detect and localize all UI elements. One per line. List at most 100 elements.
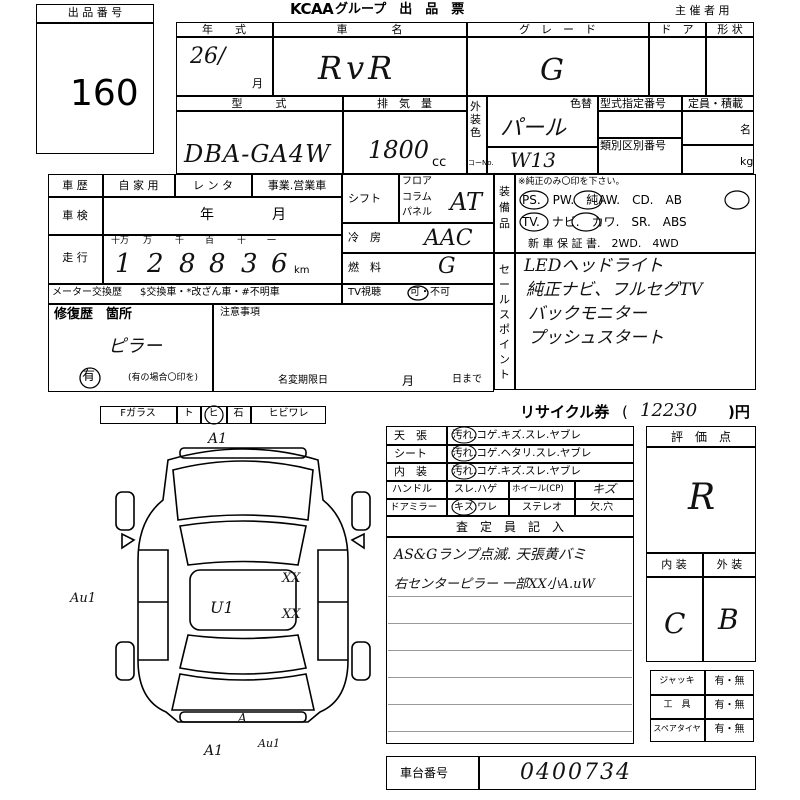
tools-table: [650, 670, 754, 742]
handle-value: スレ.ハゲ: [454, 484, 498, 495]
diagram-mark: A: [238, 711, 247, 725]
color-change-label: 色替: [570, 97, 592, 110]
grade-label: 評 価 点: [670, 430, 731, 444]
interior-row-value: 汚れ.コゲ.キズ.スレ.ヤブレ: [452, 465, 581, 477]
year-month-unit: 月: [252, 77, 263, 90]
car-info-table: [176, 22, 754, 96]
inspector-label: 査 定 員 記 入: [455, 520, 564, 534]
tool-label: ジャッキ: [659, 676, 695, 686]
wheel-label: ホイール(CP): [512, 484, 564, 494]
history-label: 車 歴: [62, 179, 88, 192]
grade-box: [646, 426, 756, 662]
lot-number: 160: [70, 73, 139, 114]
tool-label: スペアタイヤ: [653, 724, 701, 733]
wheel-value: キズ: [592, 482, 617, 496]
inspection-year-unit: 年: [200, 207, 214, 223]
name-change-month: 月: [402, 374, 415, 388]
history-opt-business: 事業.営業車: [267, 179, 327, 192]
color-code: W13: [510, 148, 557, 172]
grade-label: グ レ ー ド: [519, 23, 596, 36]
mileage-digits: 十万 万 千 百 十 一 1 2 8 8 3 6: [111, 236, 288, 279]
diagram-mark: Au1: [70, 591, 97, 606]
diagram-mark: XX: [282, 607, 301, 622]
tool-label: 工 具: [663, 700, 691, 710]
interior-row-label: 内 装: [394, 465, 427, 478]
equipment-row3: 新 車 保 証 書. 2WD. 4WD: [528, 237, 679, 250]
equipment-row2: TV. ナビ. カワ. SR. ABS: [522, 215, 687, 229]
recycle-unit: )円: [728, 403, 750, 421]
mileage-digit: 8: [179, 249, 196, 279]
grade-interior-value: C: [664, 607, 686, 640]
grade-score: R: [688, 477, 716, 518]
grade-exterior-value: B: [718, 603, 739, 636]
organizer-label: 主 催 者 用: [675, 4, 730, 17]
name-change-label: 名変期限日: [278, 375, 328, 386]
name-change-day: 日まで: [452, 374, 482, 385]
sales-point: LEDヘッドライト: [524, 256, 664, 276]
year-label: 年 式: [202, 23, 246, 36]
chassis-value: 0400734: [520, 760, 632, 785]
history-opt-rental: レ ン タ: [193, 179, 233, 192]
inspector-line: AS&Gランプ点滅. 天張黄バミ: [394, 547, 586, 563]
sales-point: 純正ナビ、フルセグTV: [526, 280, 703, 300]
mileage-digit: 8: [209, 249, 226, 279]
cc-unit: cc: [432, 155, 447, 170]
type-value: DBA-GA4W: [184, 140, 331, 168]
interior-circle-marks: [451, 426, 477, 516]
door-label: ド ア: [660, 23, 694, 36]
meter-opts: $交換車・*改ざん車・#不明車: [140, 287, 280, 298]
interior-table: [386, 426, 634, 516]
capacity-label: 定員・積載: [688, 97, 743, 110]
chassis-box: [386, 756, 756, 790]
fuel-label: 燃 料: [348, 261, 381, 274]
brand-logo: KCAA: [290, 0, 334, 18]
ac-label: 冷 房: [348, 231, 381, 244]
type-label: 型 式: [231, 97, 287, 110]
repair-yes-circle: [79, 367, 101, 389]
history-opt-private: 自 家 用: [118, 179, 159, 192]
capacity-unit: 名: [740, 123, 751, 136]
sales-point: プッシュスタート: [528, 328, 664, 348]
mileage-digit: 6: [271, 249, 288, 279]
lot-label: 出 品 番 号: [67, 6, 123, 19]
category-label: 類別区別番号: [600, 139, 666, 152]
inspector-ruled-lines: [388, 570, 632, 740]
type-row: [176, 96, 754, 174]
shift-opt-column: コラム: [402, 192, 432, 203]
displacement-value: 1800: [368, 136, 430, 164]
grade-exterior-label: 外 装: [716, 558, 743, 571]
recycle-label: リサイクル券: [520, 403, 610, 421]
diagram-mark: XX: [282, 571, 301, 586]
model-code-label: 型式指定番号: [600, 97, 666, 110]
tv-circle-mark: [407, 285, 429, 301]
exterior-color-label: 外装色: [470, 100, 481, 139]
handle-label: ハンドル: [392, 484, 432, 495]
tv-label: TV視聴: [348, 287, 381, 298]
tool-value: 有・無: [714, 676, 745, 687]
sales-points-label: セールスポイント: [499, 263, 510, 381]
repair-label: 修復歴 箇所: [54, 307, 133, 322]
inspection-month-unit: 月: [272, 207, 286, 223]
specs-block: [342, 174, 494, 304]
repair-value: ピラー: [108, 336, 162, 357]
repair-yes: 有: [82, 369, 96, 384]
grade-value: G: [540, 53, 564, 88]
interior-row-label: 天 張: [394, 429, 427, 442]
equipment-block: [494, 174, 756, 390]
page-title: グループ 出 品 票: [335, 2, 465, 17]
repair-note: (有の場合〇印を): [128, 373, 199, 383]
interior-row-label: シート: [394, 447, 427, 460]
diagram-mark: A1: [204, 743, 224, 759]
color-value: パール: [500, 116, 567, 141]
glass-circle-mark: [204, 405, 224, 425]
interior-row-value: 汚れ.コゲ.ヘタリ.スレ.ヤブレ: [452, 447, 592, 459]
lot-number-box: [36, 4, 154, 154]
mileage-digit: 2: [147, 249, 164, 279]
repair-block: [48, 304, 494, 392]
weight-unit: kg: [740, 155, 754, 168]
recycle-value: 12230: [640, 400, 698, 421]
diagram-mark: A1: [208, 431, 228, 447]
ac-value: AAC: [424, 226, 473, 251]
mileage-digit: 3: [241, 249, 258, 279]
chassis-label: 車台番号: [400, 766, 449, 780]
